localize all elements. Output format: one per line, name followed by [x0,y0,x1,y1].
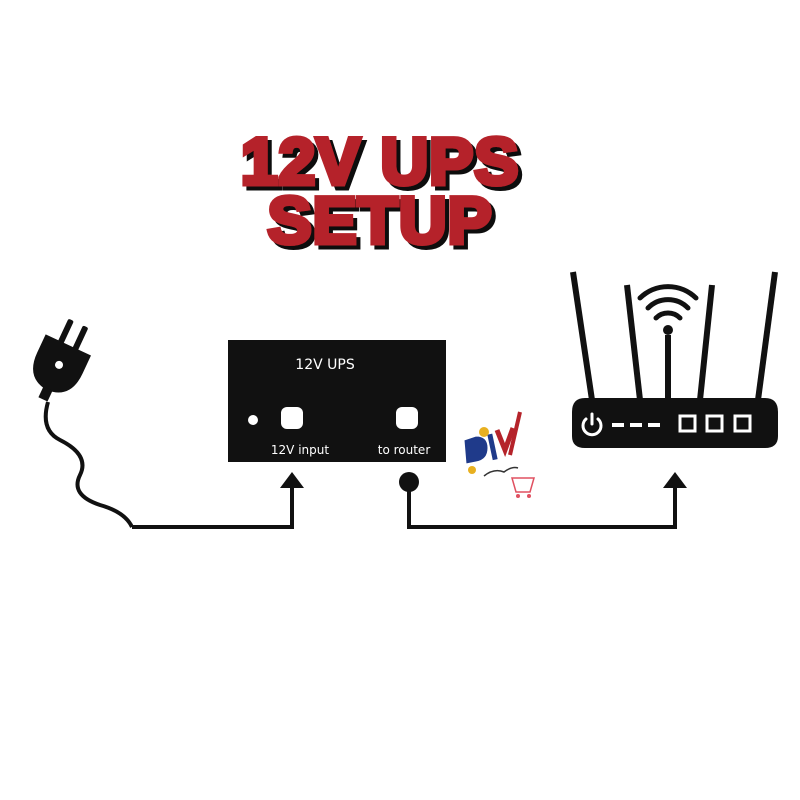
ups-name: 12V UPS [295,357,355,373]
title-line1: 12V UPS [241,124,519,198]
diy-pinoy-logo [463,411,535,498]
power-icon [581,412,603,437]
output-label: to router [378,443,431,457]
input-port [281,407,303,429]
wire-ups-to-router [399,472,687,529]
input-label: 12V input [271,443,329,457]
ups-box: 12V UPS 12V input to router [228,340,446,462]
title: 12V UPS SETUP [238,122,520,260]
indicator-light [248,415,258,425]
title-line2: SETUP [267,183,492,257]
plug-icon [33,319,134,528]
wifi-icon [637,284,699,335]
wire-mains-to-ups [132,472,304,529]
router-icon [570,271,778,448]
output-port [396,407,418,429]
